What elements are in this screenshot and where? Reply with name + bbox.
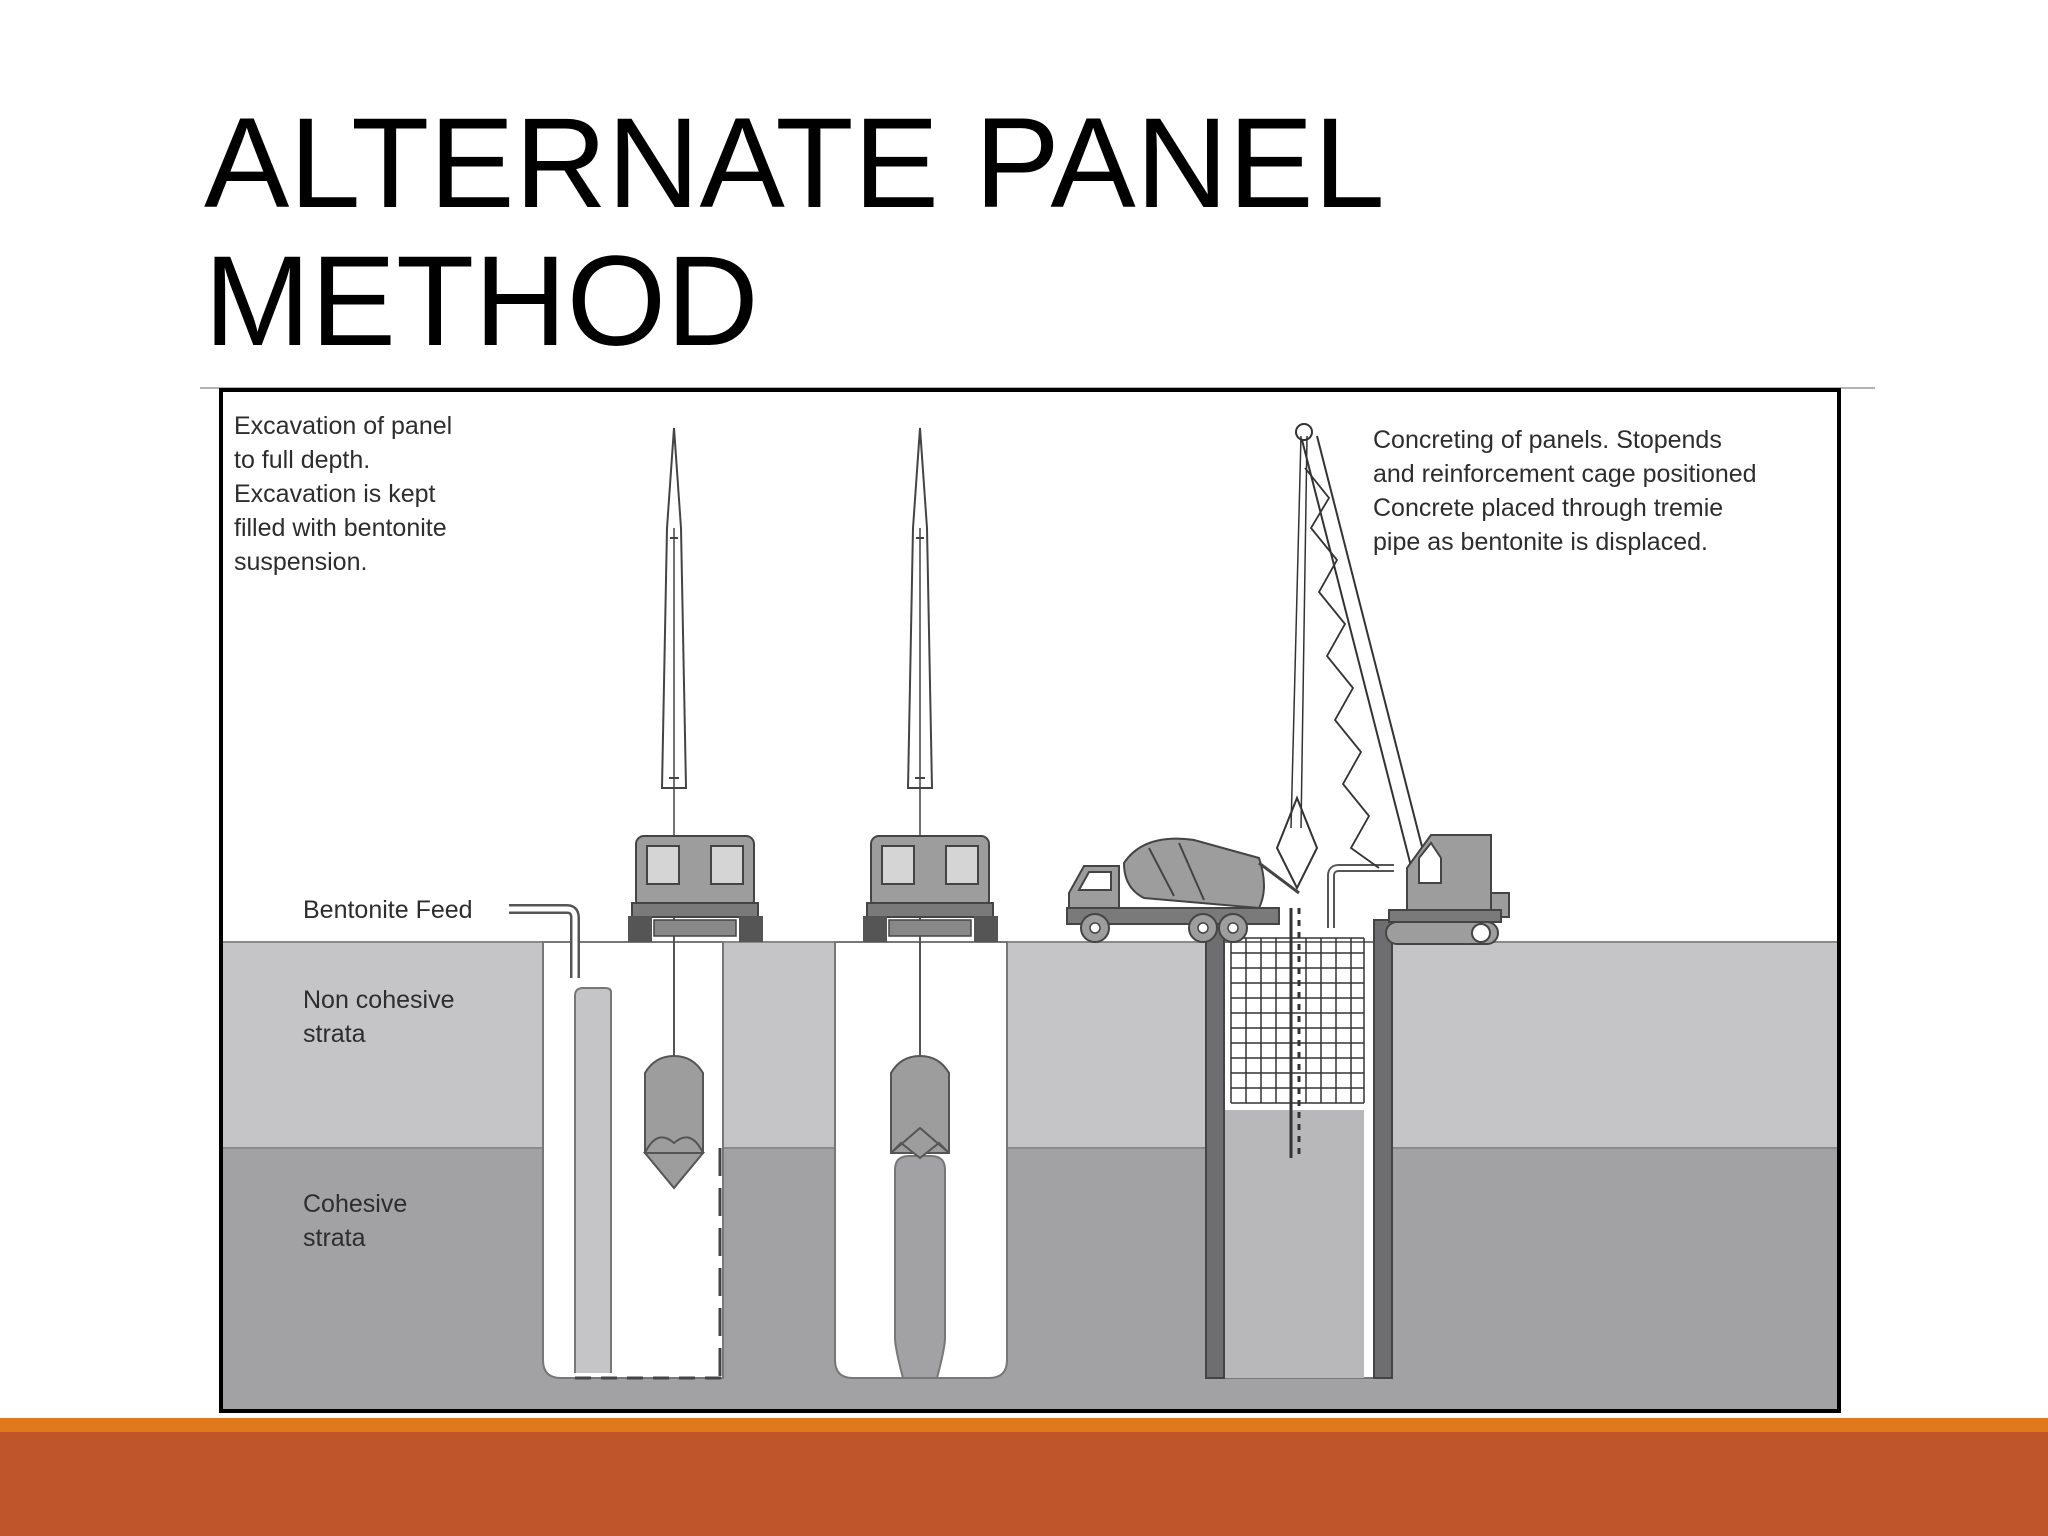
title-line-1: ALTERNATE PANEL (204, 92, 1385, 235)
panel-3-concreting (1205, 795, 1394, 1379)
stopend-left (1205, 919, 1225, 1379)
right-note-line-1: Concreting of panels. Stopends (1373, 426, 1722, 454)
right-note-line-3: Concrete placed through tremie (1373, 494, 1723, 522)
cohesive-line-1: Cohesive (303, 1190, 407, 1218)
right-note-line-4: pipe as bentonite is displaced. (1373, 528, 1708, 556)
diagram-frame (219, 388, 1841, 1413)
slide-title: ALTERNATE PANEL METHOD (204, 95, 1704, 371)
diaphragm-wall-diagram: Excavation of panel to full depth. Excav… (219, 388, 1841, 1413)
cohesive-line-2: strata (303, 1224, 366, 1252)
left-note-line-4: filled with bentonite (234, 514, 447, 542)
excavator-rig-1 (628, 427, 763, 942)
right-note: Concreting of panels. Stopends and reinf… (1373, 426, 1764, 556)
left-note-line-5: suspension. (234, 548, 367, 576)
left-note-line-1: Excavation of panel (234, 412, 452, 440)
left-note-line-3: Excavation is kept (234, 480, 436, 508)
title-line-2: METHOD (204, 230, 759, 373)
non-cohesive-layer (221, 942, 1839, 1148)
left-note: Excavation of panel to full depth. Excav… (234, 412, 459, 576)
concrete-mixer-truck (1066, 837, 1300, 943)
non-cohesive-line-2: strata (303, 1020, 366, 1048)
bentonite-feed-label: Bentonite Feed (303, 896, 473, 924)
excavator-rig-2 (863, 427, 998, 942)
bentonite-feed-pipe (509, 904, 580, 978)
reinforcement-cage (1230, 937, 1365, 1104)
cohesive-label: Cohesive strata (303, 1190, 414, 1252)
left-note-line-2: to full depth. (234, 446, 370, 474)
footer-band (0, 1432, 2048, 1536)
stopend-right (1373, 919, 1393, 1379)
crawler-crane (1290, 423, 1510, 945)
non-cohesive-label: Non cohesive strata (303, 986, 461, 1048)
panel-2-trench (834, 888, 1008, 1379)
non-cohesive-line-1: Non cohesive (303, 986, 454, 1014)
footer-accent-bar (0, 1418, 2048, 1432)
right-note-line-2: and reinforcement cage positioned (1373, 460, 1757, 488)
cohesive-layer (221, 1148, 1839, 1411)
panel-1-trench (542, 888, 724, 1380)
